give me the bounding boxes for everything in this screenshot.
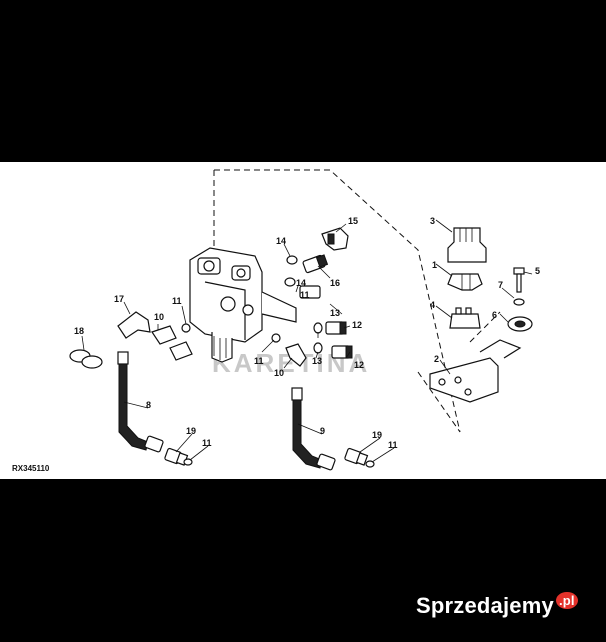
elbow-10 [285,343,307,367]
callout-11-mid: 11 [254,356,264,366]
callout-4: 4 [430,300,435,310]
brand-tld-badge: .pl [555,592,578,609]
bracket-2 [429,339,522,403]
o-ring-14 [284,277,296,287]
exploded-parts-diagram: KARETINA [12,169,540,473]
callout-11-center: 11 [300,290,310,300]
o-ring-11 [365,460,375,468]
dash-line [417,371,461,433]
callout-12-top: 12 [352,320,362,330]
callout-10-left: 10 [154,312,164,322]
callout-7: 7 [498,280,503,290]
fitting-12 [325,321,347,335]
clamp-18 [69,349,103,369]
callout-9: 9 [320,426,325,436]
callout-12-bottom: 12 [354,360,364,370]
coupler-1-lines [461,274,471,290]
fitting-14 [299,285,321,299]
elbow-10 [151,325,177,345]
grommet-6 [507,316,533,332]
o-ring-14 [286,255,298,265]
leader-lines [81,219,533,463]
callout-5: 5 [535,266,540,276]
callout-1: 1 [432,260,437,270]
valve-block [189,247,297,363]
callout-2: 2 [434,354,439,364]
callout-14-top: 14 [276,236,286,246]
callout-3: 3 [430,216,435,226]
brand-watermark: Sprzedajemy.pl [416,592,578,619]
o-ring-11 [181,323,191,333]
fitting-16 [302,254,329,274]
callout-19-left: 19 [186,426,196,436]
callout-15: 15 [348,216,358,226]
callout-13-bottom: 13 [312,356,322,366]
callout-11-bottom-left: 11 [202,438,212,448]
callout-8: 8 [146,400,151,410]
callout-14-mid: 14 [296,278,306,288]
bolt-5 [513,267,525,293]
fitting-12 [331,345,353,359]
coupler-1 [447,273,483,291]
callout-17: 17 [114,294,124,304]
callout-13-top: 13 [330,308,340,318]
hose-8 [117,351,164,453]
callout-11-top: 11 [172,296,182,306]
figure-id: RX345110 [12,464,50,473]
washer-7 [513,298,525,306]
coupler-4 [449,307,481,329]
hose-9 [291,387,336,471]
callout-19-right: 19 [372,430,382,440]
o-ring-13 [313,342,323,354]
dash-line [214,169,461,433]
diagram-panel: KARETINA [0,162,606,479]
fitting-19 [344,447,369,466]
callout-11-bottom-right: 11 [388,440,398,450]
dash-line [469,311,501,343]
fitting-15 [321,227,349,251]
connector [169,341,193,361]
elbow-17 [117,311,151,339]
o-ring-11 [183,458,193,466]
drive-hub-3 [447,227,487,263]
callout-16: 16 [330,278,340,288]
brand-name: Sprzedajemy [416,593,554,618]
callout-18: 18 [74,326,84,336]
callout-10-right: 10 [274,368,284,378]
callout-6: 6 [492,310,497,320]
o-ring-13 [313,322,323,334]
